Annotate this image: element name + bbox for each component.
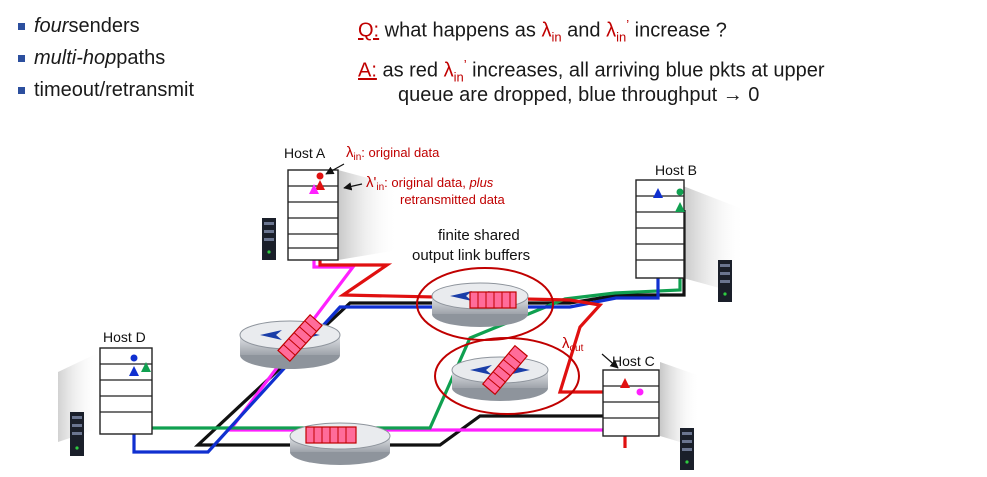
buffers-label-line2: output link buffers bbox=[412, 247, 530, 264]
lambda-prime-annotation: λ'in: original data, plus retransmitted … bbox=[343, 174, 506, 207]
server-icon bbox=[70, 412, 84, 456]
bullet-item: four senders bbox=[14, 10, 194, 42]
buffer-bottom bbox=[305, 426, 357, 444]
answer-line-2: queue are dropped, blue throughput → 0 bbox=[398, 84, 760, 106]
network-diagram: Host A Host B Host D Host C λin: origina… bbox=[58, 144, 745, 470]
lambda-out-annotation: λout bbox=[562, 335, 619, 369]
flow-lines bbox=[132, 170, 686, 454]
host-d-label: Host D bbox=[103, 329, 146, 345]
question-key: Q: bbox=[358, 19, 380, 42]
server-icon bbox=[262, 218, 276, 260]
bullet-list: four senders multi-hop paths timeout/ret… bbox=[14, 10, 194, 106]
answer-key: A: bbox=[358, 59, 377, 82]
bullet-square-icon bbox=[18, 86, 25, 94]
bullet-item: timeout/retransmit bbox=[14, 74, 194, 106]
server-icon bbox=[680, 428, 694, 470]
question-line: Q: what happens as λin and λin’ increase… bbox=[358, 17, 727, 45]
bullet-square-icon bbox=[18, 54, 25, 62]
svg-text:λ'in: original data, plus: λ'in: original data, plus bbox=[366, 174, 494, 193]
host-d bbox=[99, 347, 153, 435]
host-c-label: Host C bbox=[612, 353, 655, 369]
highlight-right-router bbox=[434, 337, 580, 415]
host-endpoints bbox=[129, 172, 685, 396]
server-icon bbox=[718, 260, 732, 302]
host-b-label: Host B bbox=[655, 162, 697, 178]
host-a bbox=[287, 169, 339, 261]
bullet-square-icon bbox=[18, 22, 25, 30]
host-c bbox=[602, 369, 660, 437]
red-flow bbox=[318, 170, 627, 448]
buffer-top bbox=[469, 291, 517, 309]
buffers-label-line1: finite shared bbox=[438, 227, 520, 244]
buffer-right bbox=[481, 344, 529, 396]
answer-line: A: as red λin’ increases, all arriving b… bbox=[358, 57, 825, 85]
host-a-label: Host A bbox=[284, 145, 326, 161]
buffer-left bbox=[277, 313, 323, 363]
svg-text:retransmitted data: retransmitted data bbox=[400, 192, 506, 207]
svg-text:λin: original data: λin: original data bbox=[346, 144, 440, 163]
bullet-item: multi-hop paths bbox=[14, 42, 194, 74]
lambda-in-annotation: λin: original data bbox=[325, 144, 440, 175]
question-answer-block: Q: what happens as λin and λin’ increase… bbox=[358, 10, 825, 110]
svg-text:λout: λout bbox=[562, 335, 584, 354]
